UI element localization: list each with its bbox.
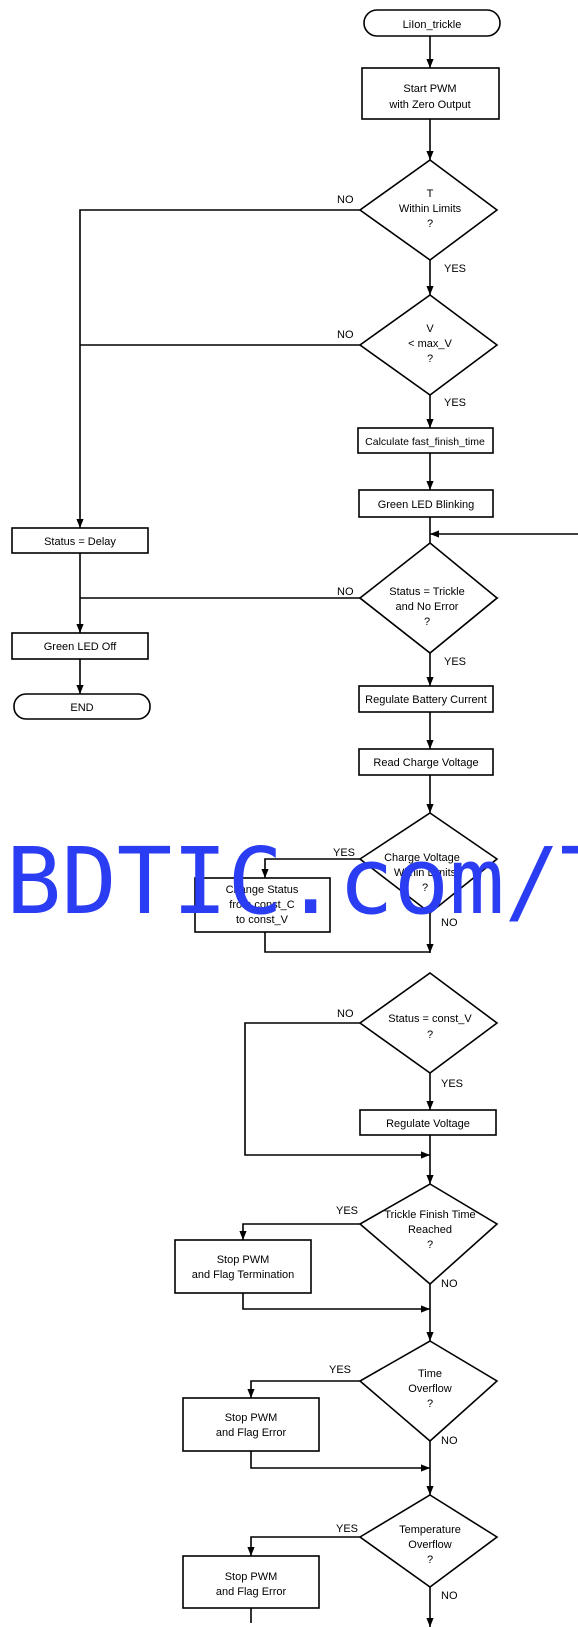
calc-time-label: Calculate fast_finish_time <box>365 436 485 448</box>
start-terminal: LiIon_trickle <box>363 9 501 37</box>
no-label: NO <box>441 1590 458 1602</box>
start-pwm-line-1: Start PWM <box>403 83 456 95</box>
no-label: NO <box>337 329 354 341</box>
stop-termination-line-1: Stop PWM <box>217 1254 270 1266</box>
change-status-line-2: from const_C <box>229 899 294 911</box>
change-status-box: Change Status from const_C to const_V <box>194 877 331 933</box>
branch-labels: NO YES NO YES NO YES YES NO NO YES YES N… <box>329 194 466 1602</box>
decision-charge-voltage: Charge Voltage Within Limits ? <box>358 812 499 915</box>
stop-error-2-line-2: and Flag Error <box>216 1586 287 1598</box>
read-voltage-box: Read Charge Voltage <box>358 748 494 776</box>
yes-label: YES <box>444 656 466 668</box>
start-pwm-box: Start PWM with Zero Output <box>361 67 500 120</box>
stop-error-1-line-1: Stop PWM <box>225 1412 278 1424</box>
dec-tempov-line-2: Overflow <box>408 1539 451 1551</box>
dec-volt-line-2: < max_V <box>408 338 452 350</box>
dec-temp-line-2: Within Limits <box>399 203 462 215</box>
dec-charge-line-2: Within Limits <box>394 867 457 879</box>
calc-time-box: Calculate fast_finish_time <box>357 427 494 454</box>
dec-time-line-1: Time <box>418 1368 442 1380</box>
no-label: NO <box>441 1435 458 1447</box>
dec-tempov-line-1: Temperature <box>399 1524 461 1536</box>
yes-label: YES <box>444 263 466 275</box>
led-blink-box: Green LED Blinking <box>358 489 494 518</box>
no-label: NO <box>337 586 354 598</box>
decision-finish-time: Trickle Finish Time Reached ? <box>358 1183 499 1286</box>
end-label: END <box>70 702 93 714</box>
stop-error-1-line-2: and Flag Error <box>216 1427 287 1439</box>
dec-const-v-line-1: Status = const_V <box>388 1013 472 1025</box>
no-label: NO <box>337 194 354 206</box>
dec-temp-line-3: ? <box>427 218 433 230</box>
decision-const-v: Status = const_V ? <box>358 972 499 1074</box>
stop-error-box-2: Stop PWM and Flag Error <box>182 1555 320 1609</box>
yes-label: YES <box>333 847 355 859</box>
yes-label: YES <box>336 1205 358 1217</box>
dec-finish-line-3: ? <box>427 1239 433 1251</box>
led-off-box: Green LED Off <box>11 632 149 660</box>
decision-status-trickle: Status = Trickle and No Error ? <box>358 541 499 655</box>
dec-time-line-3: ? <box>427 1398 433 1410</box>
dec-tempov-line-3: ? <box>427 1554 433 1566</box>
stop-error-2-line-1: Stop PWM <box>225 1571 278 1583</box>
change-status-line-1: Change Status <box>226 884 299 896</box>
stop-termination-line-2: and Flag Termination <box>192 1269 295 1281</box>
status-delay-box: Status = Delay <box>11 527 149 554</box>
read-voltage-label: Read Charge Voltage <box>373 757 478 769</box>
regulate-voltage-label: Regulate Voltage <box>386 1118 470 1130</box>
regulate-current-label: Regulate Battery Current <box>365 694 487 706</box>
watermark: BDTIC.com/T <box>6 828 578 935</box>
yes-label: YES <box>441 1078 463 1090</box>
no-label: NO <box>441 917 458 929</box>
led-blink-label: Green LED Blinking <box>378 499 475 511</box>
change-status-line-3: to const_V <box>236 914 289 926</box>
no-label: NO <box>337 1008 354 1020</box>
decision-temp-overflow: Temperature Overflow ? <box>358 1494 499 1588</box>
dec-charge-line-3: ? <box>422 882 428 894</box>
dec-finish-line-1: Trickle Finish Time <box>384 1209 475 1221</box>
dec-const-v-line-2: ? <box>427 1029 433 1041</box>
regulate-voltage-box: Regulate Voltage <box>359 1109 497 1136</box>
decision-time-overflow: Time Overflow ? <box>358 1340 499 1443</box>
yes-label: YES <box>329 1364 351 1376</box>
no-label: NO <box>441 1278 458 1290</box>
dec-volt-line-1: V <box>426 323 434 335</box>
status-delay-label: Status = Delay <box>44 536 116 548</box>
decision-temperature: T Within Limits ? <box>358 159 499 261</box>
regulate-current-box: Regulate Battery Current <box>358 685 494 713</box>
stop-error-box-1: Stop PWM and Flag Error <box>182 1397 320 1452</box>
dec-temp-line-1: T <box>427 188 434 200</box>
start-label: LiIon_trickle <box>403 19 462 31</box>
dec-volt-line-3: ? <box>427 353 433 365</box>
connectors <box>76 36 578 1627</box>
yes-label: YES <box>336 1523 358 1535</box>
dec-trickle-line-2: and No Error <box>396 601 459 613</box>
dec-finish-line-2: Reached <box>408 1224 452 1236</box>
start-pwm-line-2: with Zero Output <box>388 99 470 111</box>
dec-time-line-2: Overflow <box>408 1383 451 1395</box>
dec-trickle-line-3: ? <box>424 616 430 628</box>
yes-label: YES <box>444 397 466 409</box>
led-off-label: Green LED Off <box>44 641 117 653</box>
dec-charge-line-1: Charge Voltage <box>384 852 460 864</box>
decision-voltage: V < max_V ? <box>358 294 499 396</box>
stop-termination-box: Stop PWM and Flag Termination <box>174 1239 312 1294</box>
dec-trickle-line-1: Status = Trickle <box>389 586 465 598</box>
end-terminal: END <box>13 693 151 720</box>
